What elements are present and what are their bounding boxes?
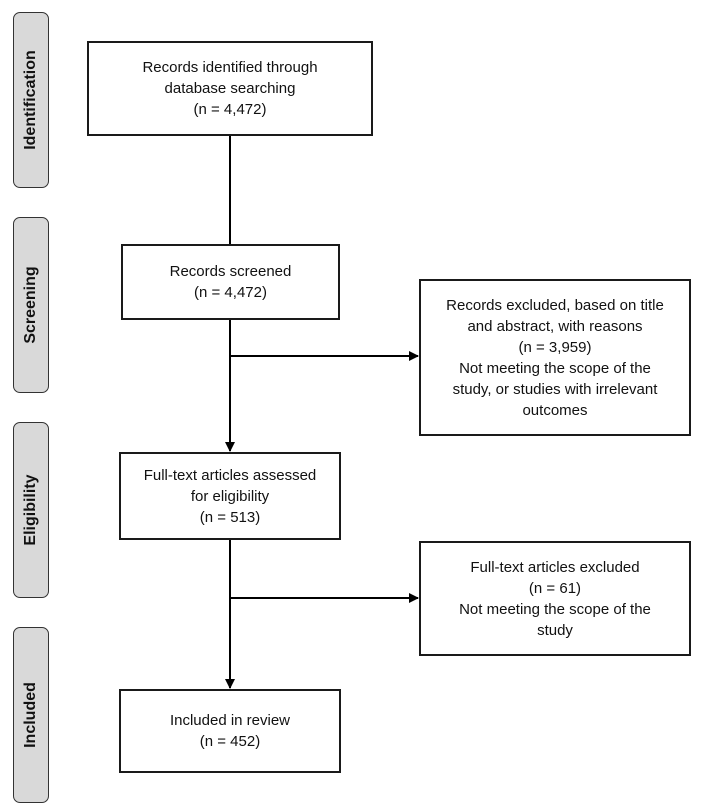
full-text-assessed-line-2: for eligibility xyxy=(190,487,270,505)
full-text-assessed-count: (n = 513) xyxy=(199,508,261,526)
full-text-excluded-box: Full-text articles excluded (n = 61) Not… xyxy=(419,541,691,656)
stage-included: Included xyxy=(13,627,49,803)
records-excluded-reason-line-3: outcomes xyxy=(522,401,588,419)
records-identified-count: (n = 4,472) xyxy=(193,101,267,118)
records-excluded-line-2: and abstract, with reasons xyxy=(467,317,643,335)
stage-eligibility: Eligibility xyxy=(13,422,49,598)
records-excluded-reason-line-1: Not meeting the scope of the xyxy=(459,359,651,377)
included-in-review-line-1: Included in review xyxy=(169,712,291,729)
stage-label-screening: Screening xyxy=(22,266,39,344)
records-excluded-reason-line-2: study, or studies with irrelevant xyxy=(452,380,658,398)
full-text-assessed-box: Full-text articles assessed for eligibil… xyxy=(119,452,341,540)
full-text-excluded-reason-line-2: study xyxy=(537,621,573,639)
records-identified-box: Records identified through database sear… xyxy=(87,41,373,136)
included-in-review-box: Included in review (n = 452) xyxy=(119,689,341,773)
stage-identification: Identification xyxy=(13,12,49,188)
records-excluded-count: (n = 3,959) xyxy=(518,338,592,356)
full-text-assessed-line-1: Full-text articles assessed xyxy=(143,466,317,484)
records-excluded-line-1: Records excluded, based on title xyxy=(446,296,664,314)
records-screened-box: Records screened (n = 4,472) xyxy=(121,244,340,320)
full-text-excluded-reason-line-1: Not meeting the scope of the xyxy=(459,600,651,618)
stage-label-included: Included xyxy=(22,682,39,748)
stage-label-identification: Identification xyxy=(22,50,39,150)
records-screened-line-1: Records screened xyxy=(169,263,292,280)
full-text-excluded-line-1: Full-text articles excluded xyxy=(470,558,640,576)
included-in-review-count: (n = 452) xyxy=(199,733,261,750)
full-text-excluded-count: (n = 61) xyxy=(528,579,582,597)
stage-screening: Screening xyxy=(13,217,49,393)
records-identified-line-2: database searching xyxy=(164,80,296,97)
records-excluded-box: Records excluded, based on title and abs… xyxy=(419,279,691,436)
records-identified-line-1: Records identified through xyxy=(142,59,318,76)
records-screened-count: (n = 4,472) xyxy=(194,284,267,301)
stage-label-eligibility: Eligibility xyxy=(22,474,39,546)
